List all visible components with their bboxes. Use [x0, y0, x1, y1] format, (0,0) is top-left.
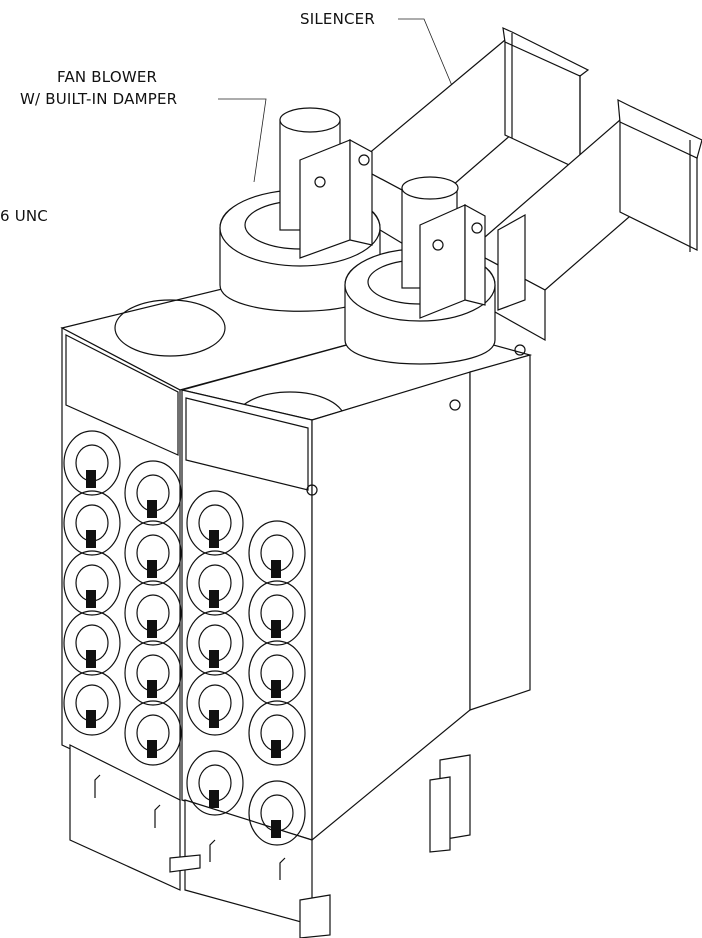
unc-label: 6 UNC — [0, 207, 48, 225]
silencer-label: SILENCER — [300, 10, 375, 28]
fan-blower-rear — [219, 107, 381, 312]
leg-front — [299, 894, 331, 938]
filter-cartridges — [63, 430, 306, 846]
silencer-front — [468, 98, 702, 342]
hatch-left — [114, 299, 226, 357]
fan-blower-front — [344, 176, 496, 365]
front-left-panel — [61, 327, 181, 801]
leg-rear — [429, 776, 451, 853]
lifting-lugs — [306, 344, 526, 496]
collector-cabinet — [60, 269, 533, 938]
side-panel-rear — [469, 354, 531, 711]
fan-blower-label-2: W/ BUILT-IN DAMPER — [20, 90, 177, 108]
silencer-rear — [353, 27, 590, 262]
silencer-leader — [398, 18, 459, 101]
hopper-left — [69, 744, 181, 891]
callouts: SILENCER FAN BLOWER W/ BUILT-IN DAMPER 6… — [0, 10, 459, 225]
fan-blower-leader — [218, 98, 267, 183]
fan-blower-label: FAN BLOWER — [57, 68, 157, 86]
